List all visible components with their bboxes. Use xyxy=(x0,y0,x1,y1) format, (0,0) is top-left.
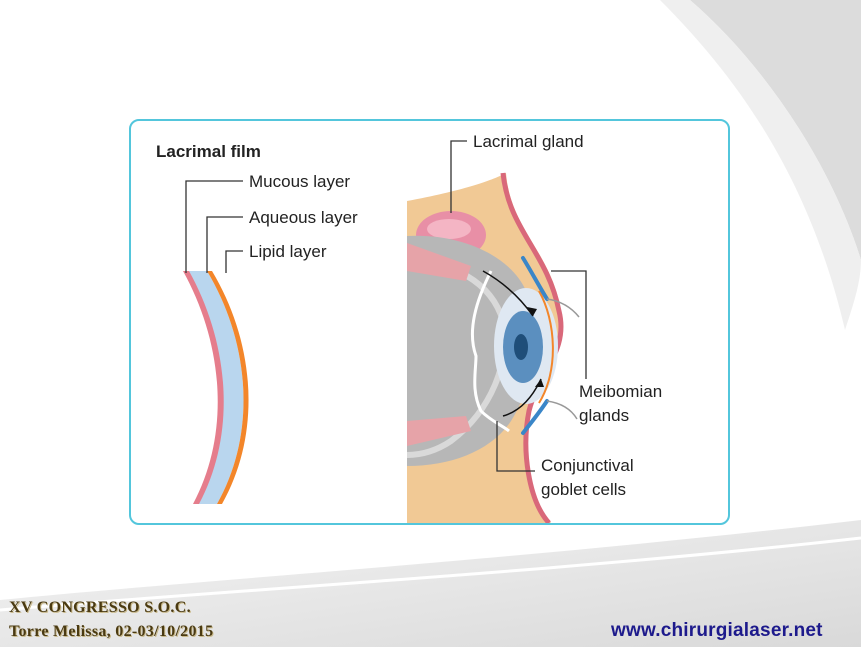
background-swoosh-bottom xyxy=(0,520,861,647)
conjunctiva-outline xyxy=(470,270,510,433)
meibomian-leader-line xyxy=(551,270,587,379)
aqueous-leader-line xyxy=(206,216,243,273)
mucous-leader-line xyxy=(185,180,243,273)
aqueous-layer-label: Aqueous layer xyxy=(249,208,358,227)
eye-muscle-lower xyxy=(407,416,471,446)
meibomian-label-line2: glands xyxy=(579,406,629,425)
conjunctival-label-line1: Conjunctival xyxy=(541,456,634,475)
conjunctival-leader-line xyxy=(496,421,535,472)
meibomian-label-line1: Meibomian xyxy=(579,382,662,401)
eye-tear-film-diagram: Lacrimal film Mucous layer Aqueous layer… xyxy=(156,132,662,523)
eye-muscle-upper xyxy=(407,243,471,281)
pupil xyxy=(514,334,528,360)
lipid-layer-label: Lipid layer xyxy=(249,242,327,261)
lipid-leader-line xyxy=(225,250,243,273)
website-link[interactable]: www.chirurgialaser.net xyxy=(611,620,823,641)
eyelash-lower xyxy=(546,400,578,420)
background-swoosh-top-inner xyxy=(660,0,861,330)
lacrimal-gland-label: Lacrimal gland xyxy=(473,132,584,151)
aqueous-layer-band xyxy=(187,271,244,504)
conjunctival-label-line2: goblet cells xyxy=(541,480,626,499)
tear-flow-arrow-upper xyxy=(482,270,534,317)
background-swoosh-top xyxy=(690,0,861,260)
congress-place-date: Torre Melissa, 02-03/10/2015 xyxy=(9,623,214,640)
meibomian-gland-upper xyxy=(521,256,549,301)
corneal-tear-film xyxy=(538,290,554,404)
lacrimal-gland-leader-line xyxy=(450,140,467,213)
meibomian-gland-lower xyxy=(521,399,549,435)
anatomy-figure-frame: Lacrimal film Mucous layer Aqueous layer… xyxy=(129,119,730,525)
mucous-layer-label: Mucous layer xyxy=(249,172,350,191)
lacrimal-film-title: Lacrimal film xyxy=(156,142,261,161)
eyelash-upper xyxy=(546,298,580,318)
eyeball xyxy=(407,235,535,466)
congress-title: XV CONGRESSO S.O.C. xyxy=(9,599,191,616)
